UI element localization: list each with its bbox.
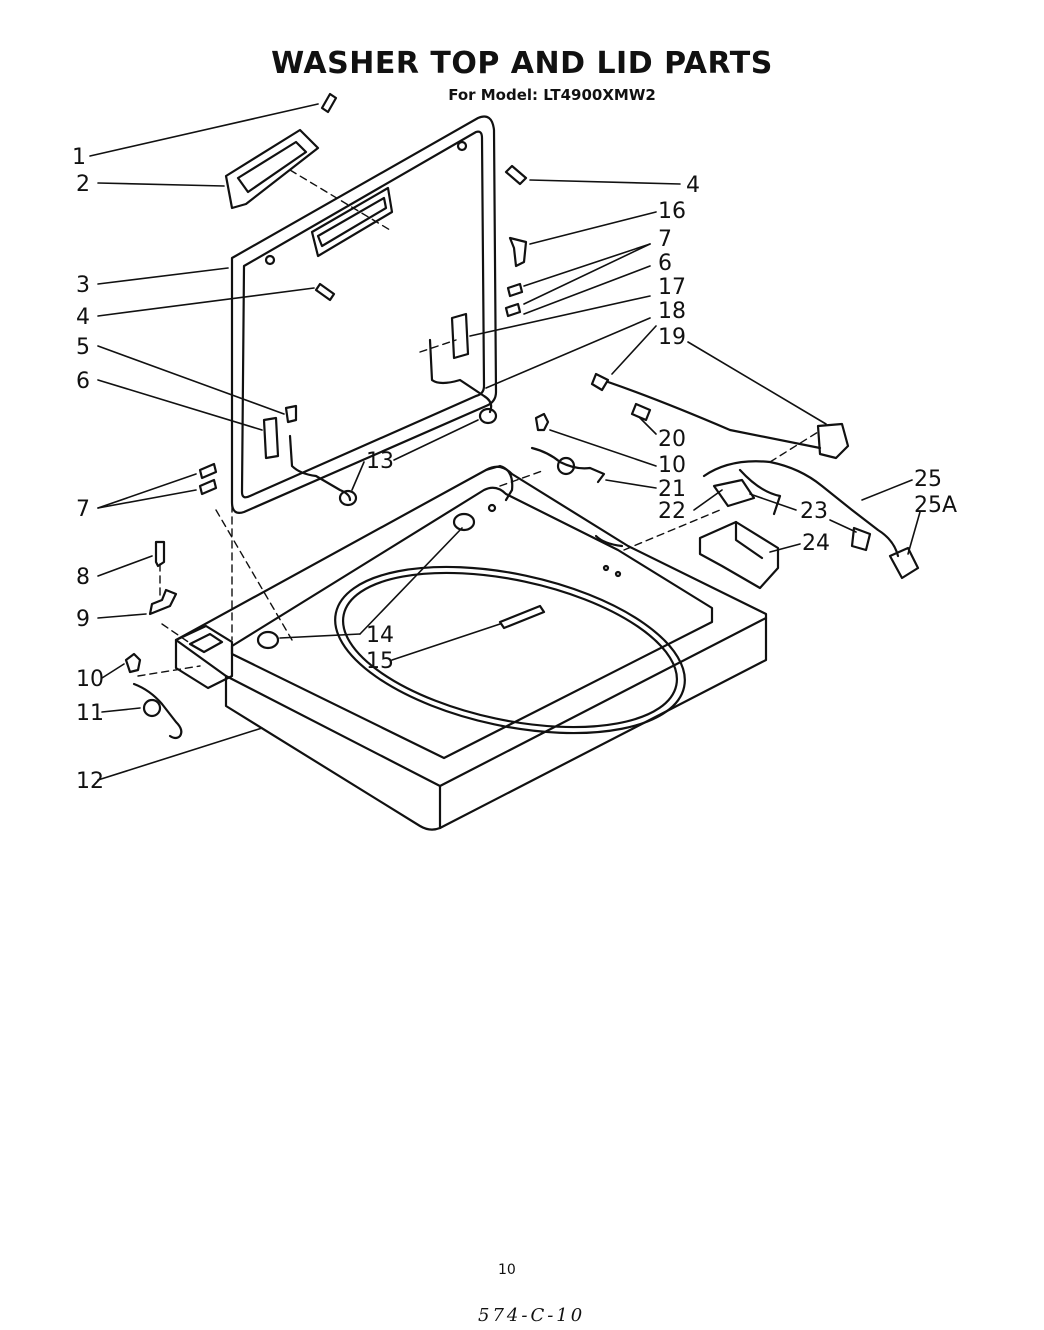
callout-13: 13 bbox=[366, 449, 394, 474]
part-10-knob-left bbox=[124, 652, 142, 674]
callout-6-right: 6 bbox=[658, 251, 672, 276]
callout-10-left: 10 bbox=[76, 667, 104, 692]
callout-2: 2 bbox=[76, 172, 90, 197]
washer-top-panel bbox=[174, 464, 768, 831]
part-25a-plug bbox=[888, 546, 920, 580]
part-9-bracket bbox=[148, 588, 178, 616]
part-21-spring-right bbox=[530, 446, 606, 484]
part-4-screw-left bbox=[314, 282, 336, 302]
part-5-clip bbox=[284, 404, 298, 424]
callout-23: 23 bbox=[800, 499, 828, 524]
part-16-clip bbox=[508, 236, 528, 268]
lid-frame bbox=[230, 115, 498, 514]
callout-16: 16 bbox=[658, 199, 686, 224]
part-10-knob-right bbox=[534, 412, 550, 432]
callout-9: 9 bbox=[76, 607, 90, 632]
model-line: For Model: LT4900XMW2 bbox=[0, 86, 1044, 104]
callout-19: 19 bbox=[658, 325, 686, 350]
part-19-cap bbox=[590, 372, 610, 392]
callout-6-left: 6 bbox=[76, 369, 90, 394]
part-4-screw-right bbox=[504, 164, 528, 186]
callout-22: 22 bbox=[658, 499, 686, 524]
callout-24: 24 bbox=[802, 531, 830, 556]
callout-18: 18 bbox=[658, 299, 686, 324]
part-1-screw bbox=[320, 92, 338, 114]
part-18-rod bbox=[428, 338, 493, 414]
callout-5: 5 bbox=[76, 335, 90, 360]
part-11-spring-left bbox=[132, 682, 183, 740]
callout-14: 14 bbox=[366, 623, 394, 648]
part-25-harness bbox=[702, 460, 900, 558]
part-22-switch bbox=[712, 478, 756, 508]
callout-4-right: 4 bbox=[686, 173, 700, 198]
part-8-screw bbox=[154, 540, 166, 568]
callout-25a: 25A bbox=[914, 493, 957, 518]
part-14-bumper-front bbox=[256, 630, 280, 650]
footer-code: 574-C-10 bbox=[478, 1305, 586, 1326]
callout-17: 17 bbox=[658, 275, 686, 300]
callout-7-right: 7 bbox=[658, 227, 672, 252]
part-7-screw-left-b bbox=[198, 478, 218, 496]
part-23-clip bbox=[850, 526, 872, 552]
callout-10-right: 10 bbox=[658, 453, 686, 478]
part-15-screw bbox=[498, 604, 546, 630]
part-6-hinge-left bbox=[262, 416, 280, 460]
callout-8: 8 bbox=[76, 565, 90, 590]
callout-21: 21 bbox=[658, 477, 686, 502]
callout-25: 25 bbox=[914, 467, 942, 492]
callout-11: 11 bbox=[76, 701, 104, 726]
part-17-hinge bbox=[450, 312, 470, 360]
callout-12: 12 bbox=[76, 769, 104, 794]
part-7-screw-right bbox=[506, 282, 524, 298]
model-label: For Model: bbox=[448, 86, 539, 104]
part-2-lens bbox=[224, 128, 320, 210]
callout-4-left: 4 bbox=[76, 305, 90, 330]
part-13-bumper-left bbox=[338, 489, 358, 507]
part-7-screw-left-a bbox=[198, 462, 218, 480]
model-number: LT4900XMW2 bbox=[543, 86, 656, 104]
part-20-grommet bbox=[630, 402, 652, 422]
part-6-screw-right bbox=[504, 302, 522, 318]
page-number: 10 bbox=[498, 1262, 516, 1278]
page-title: WASHER TOP AND LID PARTS bbox=[271, 46, 773, 81]
callout-20: 20 bbox=[658, 427, 686, 452]
callout-1: 1 bbox=[72, 145, 86, 170]
part-14-bumper-rear bbox=[452, 512, 476, 532]
part-19-connector bbox=[816, 422, 850, 460]
part-13-bumper-right bbox=[478, 407, 498, 425]
callout-7-left: 7 bbox=[76, 497, 90, 522]
callout-15: 15 bbox=[366, 649, 394, 674]
part-24-cover bbox=[698, 520, 780, 590]
callout-3: 3 bbox=[76, 273, 90, 298]
